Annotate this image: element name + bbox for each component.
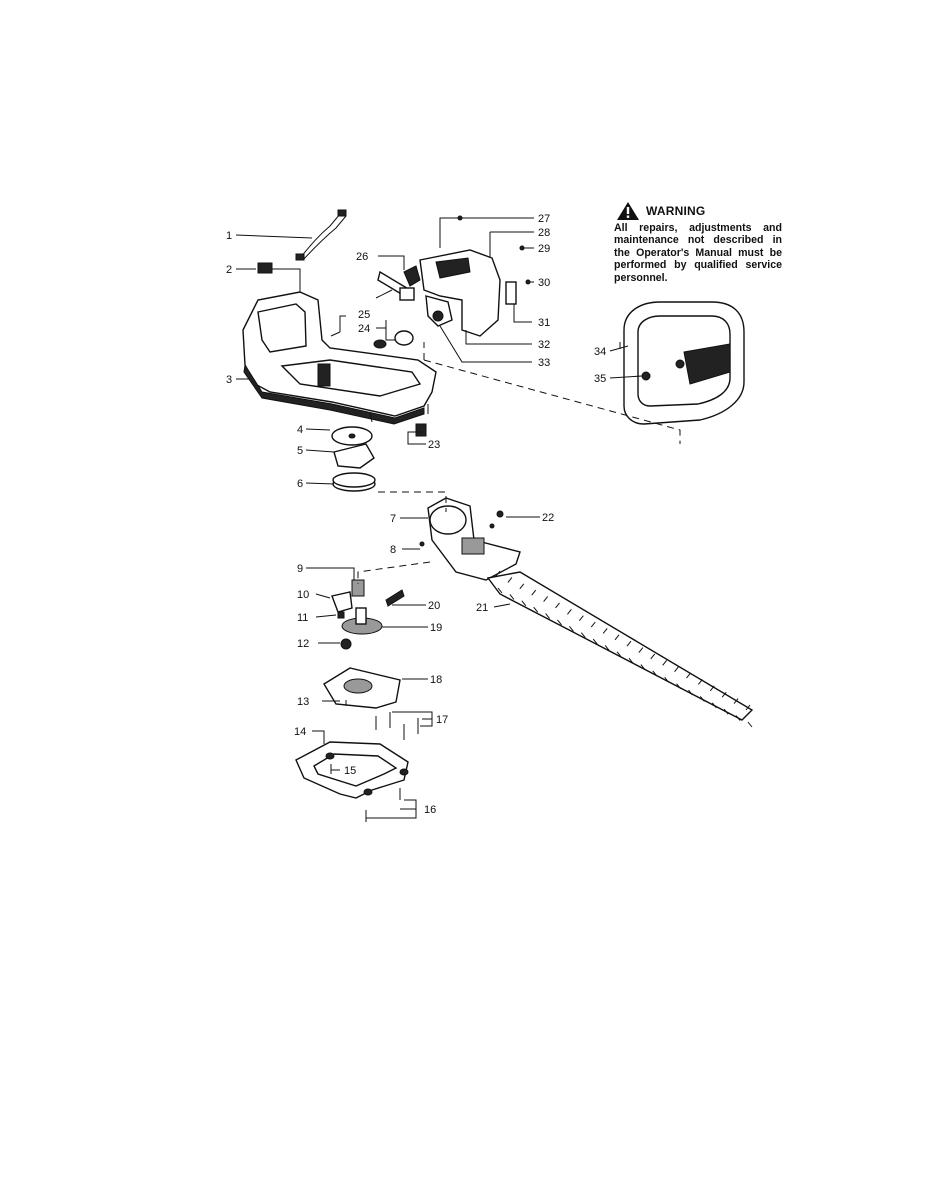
assembly-dashed-lines: [357, 342, 681, 584]
callout-35: 35: [594, 373, 606, 385]
warning-triangle-icon: [617, 202, 639, 220]
bottom-plate: [323, 667, 419, 740]
callout-20: 20: [428, 600, 440, 612]
callout-27: 27: [538, 213, 550, 225]
hedge-trimmer-blade: [486, 570, 754, 728]
rear-handle-housing: [242, 291, 437, 425]
callout-22: 22: [542, 512, 554, 524]
callout-26: 26: [356, 251, 368, 263]
warning-title: WARNING: [646, 204, 706, 218]
callout-15: 15: [344, 765, 356, 777]
callout-17: 17: [436, 714, 448, 726]
callout-9: 9: [297, 563, 303, 575]
callout-3: 3: [226, 374, 232, 386]
callout-7: 7: [390, 513, 396, 525]
motor-housing-cover: [419, 215, 531, 337]
callout-12: 12: [297, 638, 309, 650]
warning-text: All repairs, adjustments and maintenance…: [614, 222, 782, 284]
callout-19: 19: [430, 622, 442, 634]
callout-25: 25: [358, 309, 370, 321]
callout-31: 31: [538, 317, 550, 329]
callout-21: 21: [476, 602, 488, 614]
callout-8: 8: [390, 544, 396, 556]
switch: [257, 262, 273, 274]
callout-5: 5: [297, 445, 303, 457]
callout-30: 30: [538, 277, 550, 289]
callout-4: 4: [297, 424, 303, 436]
callout-16: 16: [424, 804, 436, 816]
warning-header: WARNING: [616, 201, 782, 221]
gear-housing: [419, 497, 521, 581]
callout-13: 13: [297, 696, 309, 708]
callout-18: 18: [430, 674, 442, 686]
callout-labels: 1 2 3 4 5 6 7 8 9 10 11 12 13 14 15 16 1…: [226, 213, 606, 816]
callout-1: 1: [226, 230, 232, 242]
callout-6: 6: [297, 478, 303, 490]
leader-lines: [235, 217, 643, 819]
warning-notice: WARNING All repairs, adjustments and mai…: [614, 201, 782, 284]
callout-11: 11: [297, 612, 308, 624]
callout-10: 10: [297, 589, 309, 601]
front-handle: [623, 301, 745, 425]
callout-32: 32: [538, 339, 550, 351]
callout-24: 24: [358, 323, 370, 335]
gear-cover-parts: [331, 423, 427, 492]
callout-28: 28: [538, 227, 550, 239]
drive-gears: [331, 579, 405, 650]
power-cord: [295, 209, 347, 261]
callout-29: 29: [538, 243, 550, 255]
callout-23: 23: [428, 439, 440, 451]
callout-14: 14: [294, 726, 306, 738]
bottom-guard: [295, 741, 409, 822]
callout-33: 33: [538, 357, 550, 369]
trigger-lever: [375, 265, 421, 301]
switch-button: [330, 330, 414, 349]
callout-2: 2: [226, 264, 232, 276]
callout-34: 34: [594, 346, 606, 358]
